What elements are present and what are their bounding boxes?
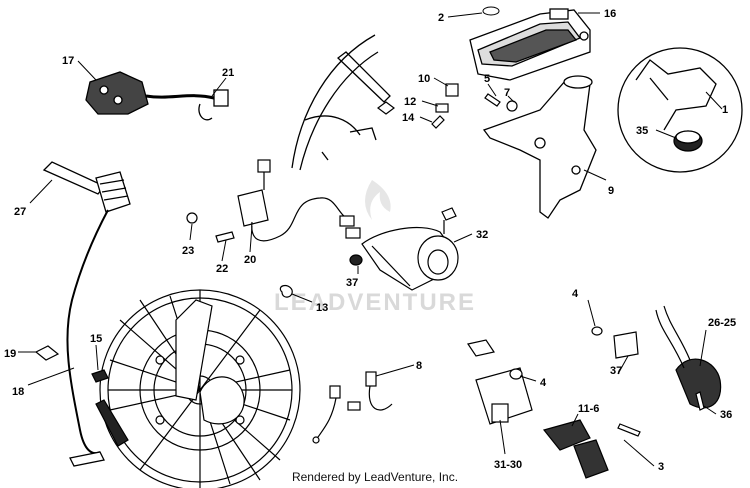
label-27: 27 bbox=[14, 206, 26, 218]
footer-credit: Rendered by LeadVenture, Inc. bbox=[291, 470, 459, 484]
bracket-fasteners bbox=[377, 83, 518, 129]
instrument-meter bbox=[469, 8, 591, 81]
right-switch-assembly bbox=[467, 305, 722, 479]
label-15: 15 bbox=[90, 333, 102, 345]
label-14: 14 bbox=[402, 112, 415, 124]
label-31-30: 31-30 bbox=[494, 459, 522, 471]
label-17: 17 bbox=[62, 55, 74, 67]
label-26-25: 26-25 bbox=[708, 317, 736, 329]
meter-cap bbox=[482, 6, 500, 16]
cdi-unit bbox=[186, 159, 361, 243]
label-13: 13 bbox=[316, 302, 328, 314]
small-clamps bbox=[34, 284, 293, 383]
watermark-text: LEADVENTURE bbox=[274, 289, 476, 316]
label-8: 8 bbox=[416, 360, 422, 372]
label-10: 10 bbox=[418, 73, 430, 85]
label-4-upper: 4 bbox=[572, 288, 579, 300]
front-wheel bbox=[95, 289, 301, 488]
detail-inset bbox=[617, 47, 743, 173]
shift-and-pedal bbox=[42, 161, 131, 467]
label-20: 20 bbox=[244, 254, 256, 266]
handlebar-switch bbox=[85, 71, 229, 121]
label-37-upper: 37 bbox=[346, 277, 358, 289]
label-16: 16 bbox=[604, 8, 616, 20]
label-3: 3 bbox=[658, 461, 664, 473]
leader-lines bbox=[18, 12, 723, 467]
label-7: 7 bbox=[504, 87, 510, 99]
label-21: 21 bbox=[222, 67, 234, 79]
label-1: 1 bbox=[722, 104, 728, 116]
label-22: 22 bbox=[216, 263, 228, 275]
label-32: 32 bbox=[476, 229, 488, 241]
label-11-6: 11-6 bbox=[578, 403, 599, 415]
label-35: 35 bbox=[636, 125, 648, 137]
label-4-lower: 4 bbox=[540, 377, 547, 389]
meter-bracket bbox=[482, 75, 597, 219]
label-5: 5 bbox=[484, 73, 490, 85]
label-12: 12 bbox=[404, 96, 416, 108]
label-19: 19 bbox=[4, 348, 16, 360]
horn bbox=[349, 207, 459, 291]
label-23: 23 bbox=[182, 245, 194, 257]
wire-harness bbox=[312, 371, 393, 444]
label-36: 36 bbox=[720, 409, 732, 421]
watermark: LEADVENTURE bbox=[274, 180, 476, 316]
label-9: 9 bbox=[608, 185, 614, 197]
label-37-lower: 37 bbox=[610, 365, 622, 377]
label-18: 18 bbox=[12, 386, 24, 398]
front-fender bbox=[291, 34, 391, 171]
label-2: 2 bbox=[438, 12, 444, 24]
part-labels: 2 16 17 21 10 5 7 12 14 1 35 9 27 23 22 … bbox=[4, 8, 736, 473]
